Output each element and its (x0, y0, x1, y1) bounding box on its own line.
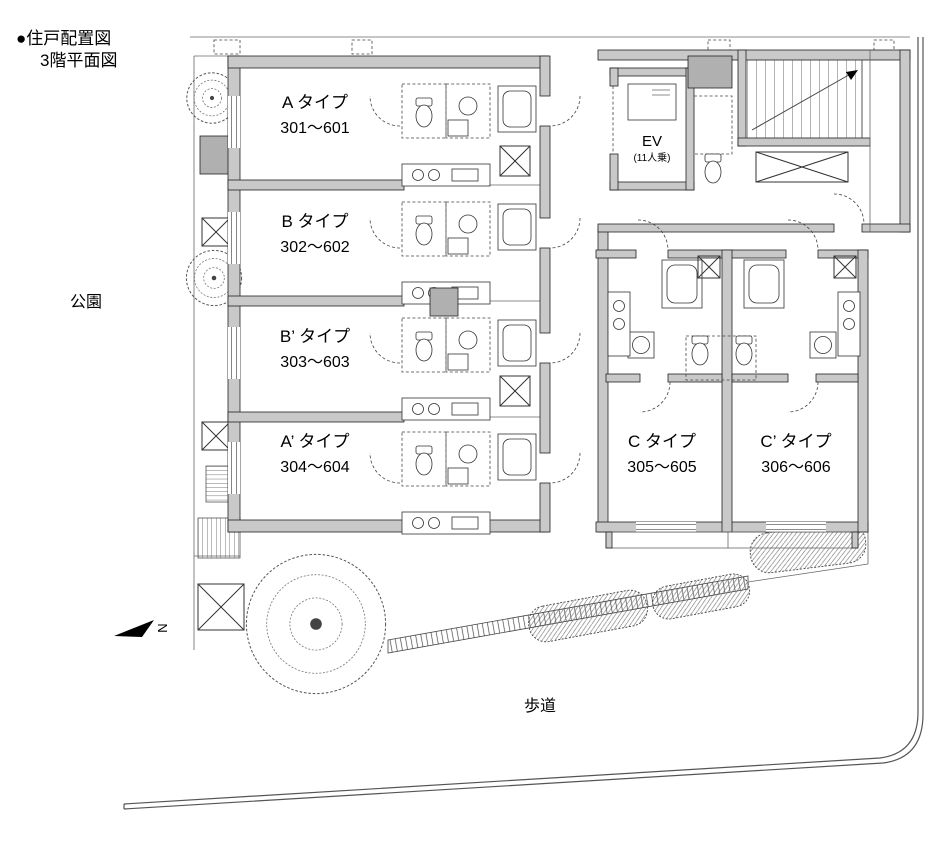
c-block (595, 219, 869, 549)
unit-c-type: C タイプ (628, 432, 696, 451)
stair-arrow-icon (846, 70, 858, 80)
bathtub-icon (743, 259, 785, 309)
service-shaft (199, 135, 231, 175)
shaft-x-box (500, 376, 530, 406)
sidewalk-label: 歩道 (524, 697, 556, 715)
duct-shaft (687, 55, 733, 89)
shrub (652, 573, 751, 620)
window (228, 96, 240, 494)
toilet-icon (704, 153, 722, 184)
toilet-icon (735, 335, 753, 366)
planter-x-box (202, 422, 230, 450)
unit-service-fixtures (402, 84, 536, 534)
window (636, 522, 826, 532)
shaft-x-box (834, 256, 856, 278)
unit-bp-type: B’ タイプ (280, 327, 350, 346)
toilet-icon (691, 335, 709, 366)
unit-b-type: B タイプ (281, 212, 348, 231)
elevator-label: EV (642, 133, 662, 150)
page-title-line2: 3階平面図 (40, 51, 117, 70)
unit-c-rooms: 305〜605 (627, 459, 696, 476)
site-boundary-road (123, 37, 924, 810)
planter-x-box (202, 218, 230, 246)
staircase (737, 49, 871, 232)
shaft-x-box (500, 146, 530, 176)
unit-ap-rooms: 304〜604 (280, 459, 349, 476)
planter-x-box (198, 584, 244, 630)
bathtub-icon (661, 259, 703, 309)
unit-a-type: A タイプ (282, 93, 348, 112)
north-arrow-icon (114, 620, 154, 637)
park-label: 公園 (70, 294, 102, 311)
elevator-car (627, 83, 677, 121)
page-title-line1: ●住戸配置図 (16, 29, 111, 48)
machine-room-x-box (756, 152, 848, 182)
shrub (528, 589, 648, 643)
door-swing (639, 381, 671, 413)
unit-a-rooms: 301〜601 (280, 120, 349, 137)
door-swing (833, 193, 865, 225)
unit-cp-type: C’ タイプ (760, 432, 831, 451)
elevator-shaft (609, 67, 695, 191)
door-swing (787, 381, 819, 413)
unit-bp-rooms: 303〜603 (280, 354, 349, 371)
balcony (605, 531, 859, 549)
core-block (597, 49, 911, 233)
large-tree-icon (244, 552, 388, 696)
unit-b-rooms: 302〜602 (280, 239, 349, 256)
elevator-capacity: (11人乗) (633, 152, 670, 164)
north-arrow: N (114, 620, 170, 637)
unit-cp-rooms: 306〜606 (761, 459, 830, 476)
north-label: N (155, 623, 170, 632)
unit-ap-type: A’ タイプ (281, 432, 350, 451)
